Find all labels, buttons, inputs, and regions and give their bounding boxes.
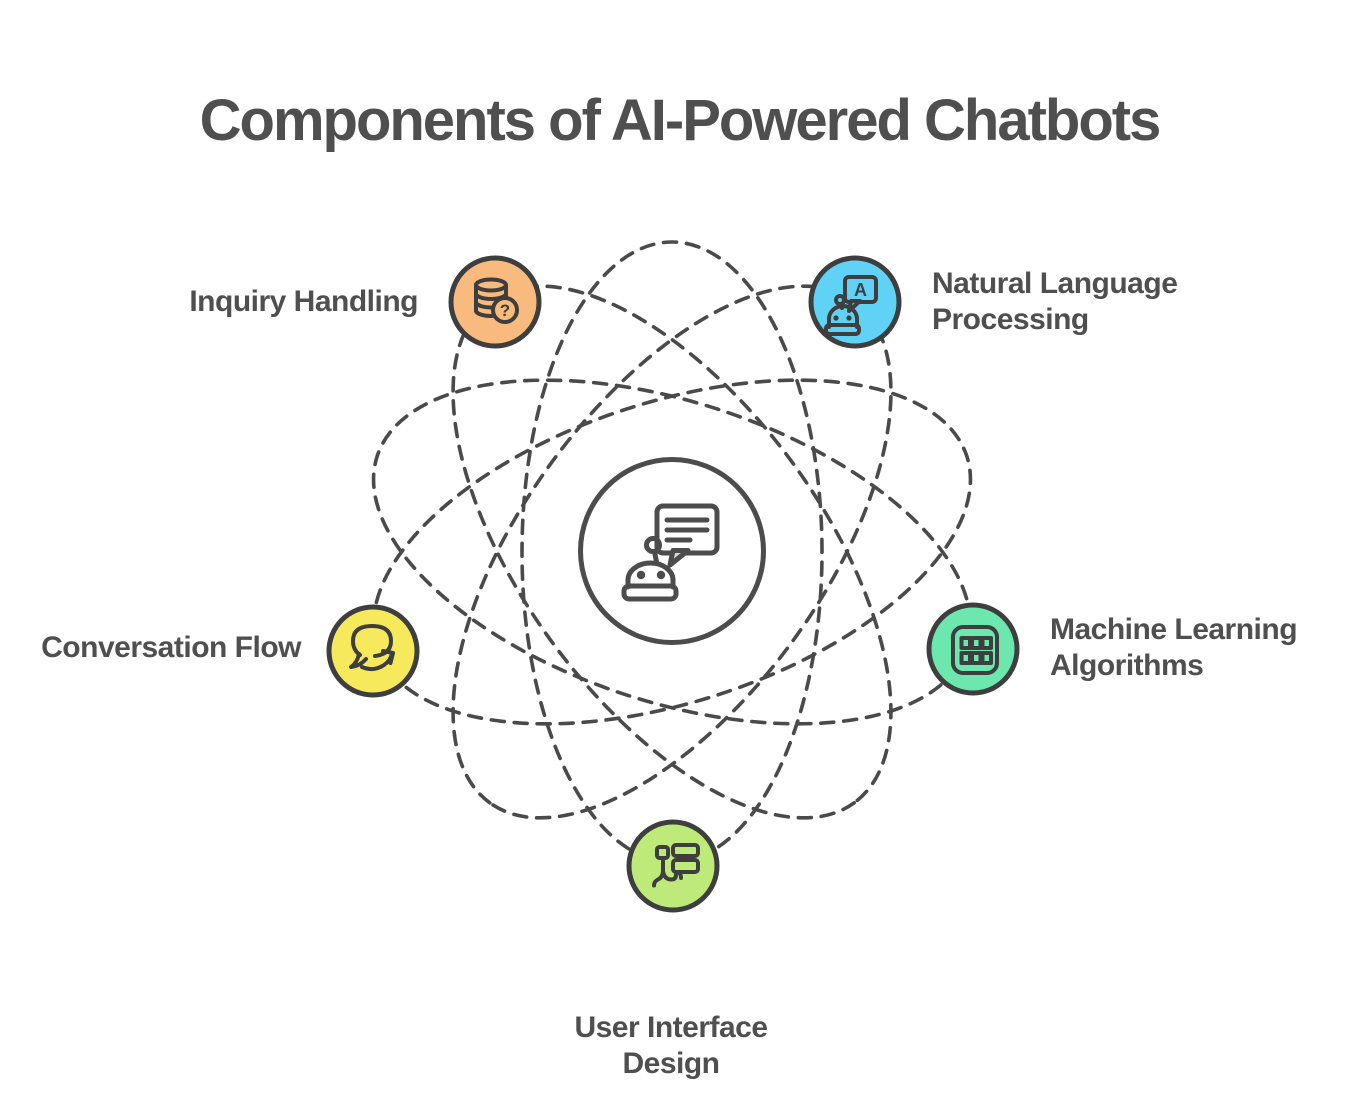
node-user-interface-design	[626, 819, 720, 913]
label-conversation-flow: Conversation Flow	[41, 631, 301, 664]
chatbot-speech-icon	[621, 503, 720, 602]
chat-redirect-icon	[349, 624, 395, 672]
robot-language-icon: A	[824, 275, 878, 336]
node-machine-learning-algorithms	[926, 602, 1020, 696]
node-natural-language-processing: A	[808, 255, 902, 349]
center-node-chatbot	[577, 456, 767, 646]
label-user-interface-design: User Interface Design	[574, 1011, 768, 1080]
label-natural-language-processing: Natural Language Processing	[932, 267, 1178, 336]
svg-text:A: A	[854, 280, 867, 300]
node-conversation-flow	[326, 604, 420, 698]
center-circle	[578, 457, 766, 645]
svg-text:?: ?	[500, 301, 510, 320]
wireframe-tap-icon	[652, 843, 700, 888]
page-title: Components of AI-Powered Chatbots	[199, 88, 1162, 153]
node-inquiry-handling: ?	[448, 255, 542, 349]
label-inquiry-handling: Inquiry Handling	[189, 285, 418, 318]
database-question-icon: ?	[473, 277, 519, 324]
node-circle	[326, 604, 420, 698]
label-machine-learning-algorithms: Machine Learning Algorithms	[1050, 613, 1298, 682]
matrix-grid-icon	[951, 625, 999, 675]
